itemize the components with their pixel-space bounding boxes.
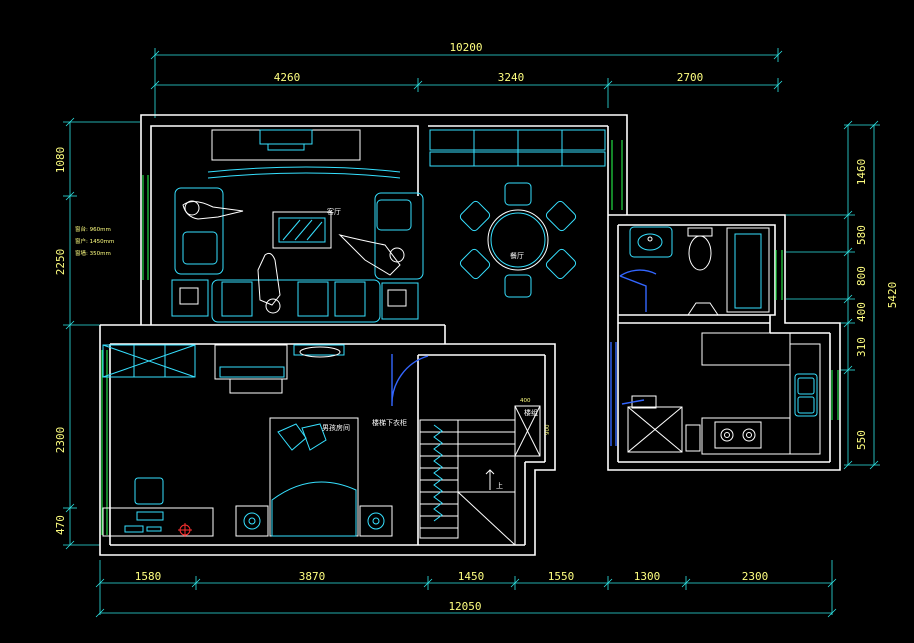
left-dimensions: 1080 2250 2300 470 — [54, 117, 140, 550]
window-notes: 窗台: 960mm 窗户: 1450mm 窗墙: 350mm — [75, 225, 114, 257]
small-dim-a: 400 — [520, 398, 531, 404]
dim-right-6: 550 — [855, 430, 868, 450]
bedroom: 男孩房间 — [102, 344, 429, 537]
dim-left-3: 2300 — [54, 427, 67, 454]
stair-wardrobe-label: 楼梯下衣柜 — [372, 418, 407, 427]
top-dimensions: 10200 4260 3240 2700 — [150, 41, 783, 118]
small-cabinet-label: 楼组 — [524, 408, 538, 417]
right-dimensions: 5420 1460 580 800 400 310 550 — [786, 120, 899, 470]
note-line-1: 窗台: 960mm — [75, 225, 111, 233]
kitchen — [610, 332, 821, 455]
dim-bottom-5: 1300 — [634, 570, 661, 583]
stair-up-label: 上 — [496, 481, 503, 490]
dim-left-2: 2250 — [54, 249, 67, 276]
dim-bottom-3: 1450 — [458, 570, 485, 583]
windows — [101, 140, 839, 535]
dim-left-4: 470 — [54, 515, 67, 535]
dim-bottom-2: 3870 — [299, 570, 326, 583]
dim-left-1: 1080 — [54, 147, 67, 174]
bathroom — [619, 226, 770, 316]
dim-top-1: 4260 — [274, 71, 301, 84]
dim-right-5: 310 — [855, 337, 868, 357]
living-room: 客厅 — [171, 129, 424, 323]
dim-bottom-total: 12050 — [448, 600, 481, 613]
living-room-label: 客厅 — [327, 207, 341, 216]
dim-right-total: 5420 — [886, 282, 899, 309]
dim-top-2: 3240 — [498, 71, 525, 84]
dim-right-3: 800 — [855, 266, 868, 286]
dining-label: 餐厅 — [510, 251, 524, 260]
dim-bottom-6: 2300 — [742, 570, 769, 583]
small-dim-b: 900 — [545, 424, 551, 435]
bedroom-label: 男孩房间 — [322, 423, 350, 432]
bottom-dimensions: 1580 3870 1450 1550 1300 2300 12050 — [95, 560, 837, 618]
dim-right-4: 400 — [855, 302, 868, 322]
dining-area: 餐厅 — [429, 129, 606, 298]
stairs: 上 楼梯下衣柜 楼组 400 900 — [372, 398, 551, 546]
dim-top-3: 2700 — [677, 71, 704, 84]
note-line-3: 窗墙: 350mm — [75, 249, 111, 257]
note-line-2: 窗户: 1450mm — [75, 237, 114, 245]
dim-bottom-4: 1550 — [548, 570, 575, 583]
dim-bottom-1: 1580 — [135, 570, 162, 583]
dim-top-total: 10200 — [449, 41, 482, 54]
dim-right-2: 580 — [855, 225, 868, 245]
walls — [99, 114, 841, 556]
dim-right-1: 1460 — [855, 159, 868, 186]
